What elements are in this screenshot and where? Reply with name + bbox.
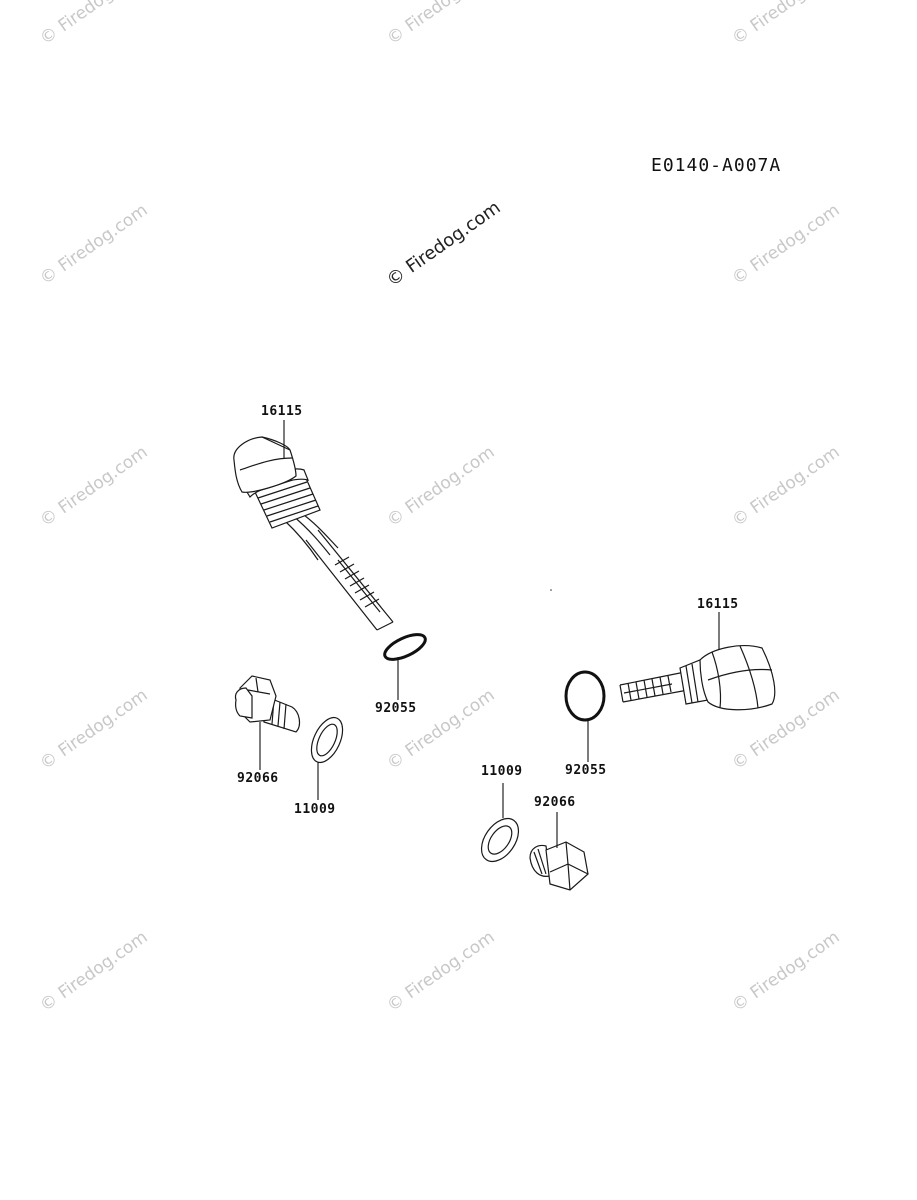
oring-left <box>383 633 427 661</box>
watermark: © Firedog.com <box>728 200 843 289</box>
part-label-oring-left: 92055 <box>375 701 417 716</box>
part-label-oring-right: 92055 <box>565 763 607 778</box>
watermark: © Firedog.com <box>383 685 498 774</box>
part-label-plug-right: 92066 <box>534 795 576 810</box>
watermark: © Firedog.com <box>383 0 498 49</box>
washer-right <box>480 817 520 863</box>
part-label-plug-left: 92066 <box>237 771 279 786</box>
dipstick-left <box>233 436 394 631</box>
watermark: © Firedog.com <box>36 442 151 531</box>
watermarks: © Firedog.com © Firedog.com © Firedog.co… <box>36 0 843 1016</box>
watermark: © Firedog.com <box>36 200 151 289</box>
plug-right <box>529 841 589 891</box>
watermark: © Firedog.com <box>728 0 843 49</box>
part-label-dipstick-right: 16115 <box>697 597 739 612</box>
diagram-code: E0140-A007A <box>651 155 781 176</box>
dipstick-right <box>619 645 776 711</box>
watermark: © Firedog.com <box>383 442 498 531</box>
watermark: © Firedog.com <box>36 685 151 774</box>
watermark-dark: © Firedog.com <box>383 197 505 291</box>
oring-right <box>564 670 606 722</box>
watermark: © Firedog.com <box>728 442 843 531</box>
watermark: © Firedog.com <box>36 927 151 1016</box>
speck <box>550 589 552 591</box>
watermark: © Firedog.com <box>36 0 151 49</box>
part-label-dipstick-left: 16115 <box>261 404 303 419</box>
part-label-washer-right: 11009 <box>481 764 523 779</box>
watermark: © Firedog.com <box>383 927 498 1016</box>
washer-left <box>310 716 344 764</box>
watermark: © Firedog.com <box>728 927 843 1016</box>
part-label-washer-left: 11009 <box>294 802 336 817</box>
plug-left <box>234 675 301 733</box>
